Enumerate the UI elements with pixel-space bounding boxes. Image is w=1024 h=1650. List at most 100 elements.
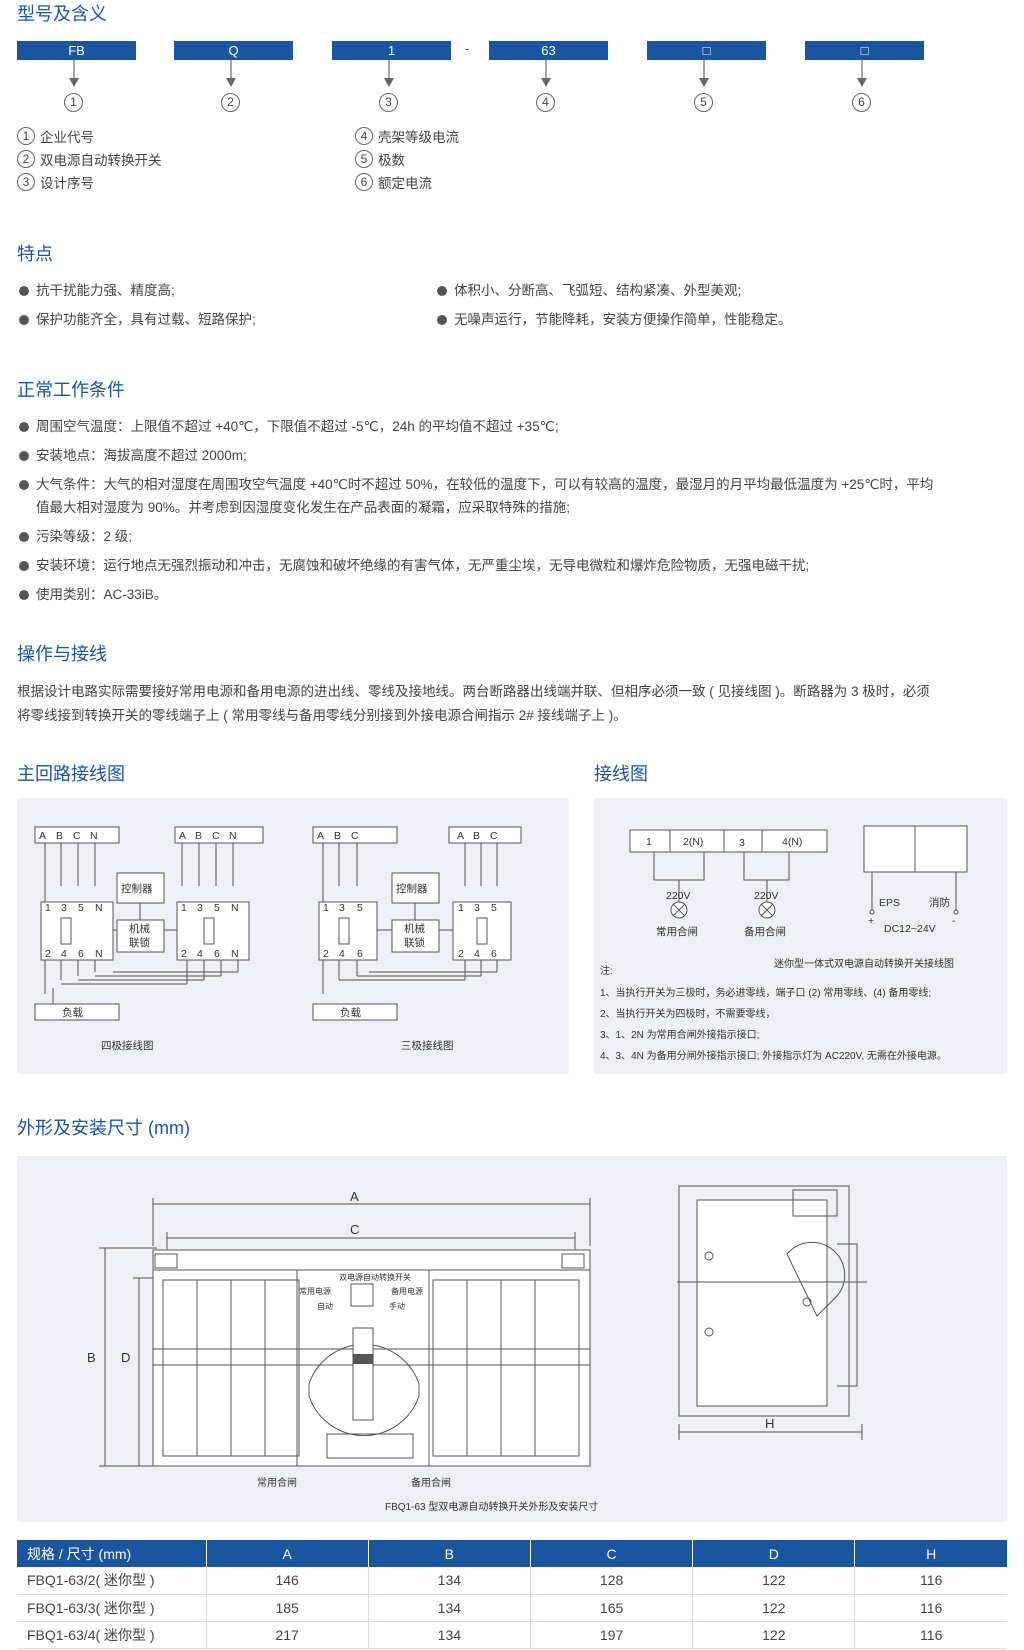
table-cell: 116 — [854, 1621, 1007, 1649]
down-arrow-icon — [384, 60, 394, 87]
table-cell: 128 — [530, 1567, 694, 1595]
table-header: B — [368, 1540, 531, 1567]
terminal-label: 6 — [491, 948, 497, 960]
phase-label: C — [351, 830, 359, 842]
controller-label: 控制器 — [121, 882, 153, 895]
table-row: FBQ1-63/3( 迷你型 ) 185 134 165 122 116 — [17, 1594, 1007, 1622]
terminal-label: 2 — [181, 948, 187, 960]
note-title: 注: — [600, 964, 613, 977]
lamp-label: 备用合闸 — [744, 925, 786, 938]
dimensions-drawing: A C B D H 双电源自动转换开关 常用电源 备用电源 自动 手动 常用合闸… — [87, 1185, 867, 1513]
terminal-label: N — [231, 948, 239, 960]
phase-label: A — [457, 830, 464, 842]
table-header: H — [854, 1540, 1007, 1567]
three-pole-caption: 三极接线图 — [401, 1039, 454, 1052]
plus-label: + — [868, 915, 874, 927]
model-circle-6: 6 — [852, 93, 871, 112]
model-section-title: 型号及含义 — [17, 4, 107, 24]
table-header: A — [206, 1540, 369, 1567]
feature-item: 体积小、分断高、飞弧短、结构紧凑、外型美观; — [435, 280, 741, 302]
phase-label: C — [490, 830, 498, 842]
terminal-label: 4 — [197, 948, 203, 960]
terminal-label: 1 — [181, 902, 187, 914]
panel-title: 双电源自动转换开关 — [339, 1272, 411, 1282]
table-header: D — [692, 1540, 856, 1567]
table-cell: 122 — [692, 1621, 856, 1649]
model-bar-5: □ — [647, 41, 766, 60]
phase-label: A — [179, 830, 186, 842]
phase-label: B — [56, 830, 63, 842]
feature-item: 保护功能齐全，具有过载、短路保护; — [17, 309, 256, 331]
eps-label: EPS — [879, 897, 900, 909]
down-arrow-icon — [699, 60, 709, 87]
table-cell: 165 — [530, 1594, 694, 1622]
table-cell: 116 — [854, 1594, 1007, 1622]
down-arrow-icon — [857, 60, 867, 87]
panel-sub: 常用电源 — [299, 1286, 331, 1296]
table-cell: 116 — [854, 1567, 1007, 1595]
condition-item-continued: 值最大相对湿度为 90%。并考虑到因湿度变化发生在产品表面的凝霜，应采取特殊的措… — [36, 500, 571, 515]
spec-table: 规格 / 尺寸 (mm) A B C D H FBQ1-63/2( 迷你型 ) … — [17, 1540, 1007, 1649]
panel-sub: 备用电源 — [391, 1286, 423, 1296]
dc-label: DC12~24V — [884, 923, 936, 935]
dimensions-caption: FBQ1-63 型双电源自动转换开关外形及安装尺寸 — [385, 1500, 598, 1513]
wiring-title: 接线图 — [594, 764, 648, 784]
dimension-label-a: A — [350, 1189, 359, 1204]
model-bar-4: 63 — [489, 41, 608, 60]
phase-label: N — [229, 830, 237, 842]
dimensions-panel: A C B D H 双电源自动转换开关 常用电源 备用电源 自动 手动 常用合闸… — [17, 1156, 1007, 1522]
phase-label: B — [334, 830, 341, 842]
terminal-label: 6 — [78, 948, 84, 960]
terminal-label: N — [231, 902, 239, 914]
wiring-terminal: 4(N) — [782, 836, 802, 848]
caption-common: 常用合闸 — [257, 1476, 297, 1489]
panel-sub: 自动 — [317, 1301, 333, 1311]
table-cell: FBQ1-63/3( 迷你型 ) — [17, 1594, 207, 1622]
model-bar-3: 1 — [332, 41, 451, 60]
voltage-label: 220V — [666, 890, 691, 902]
table-cell: 146 — [206, 1567, 369, 1595]
terminal-label: 3 — [197, 902, 203, 914]
table-row: FBQ1-63/4( 迷你型 ) 217 134 197 122 116 — [17, 1621, 1007, 1649]
down-arrow-icon — [226, 60, 236, 87]
terminal-label: 1 — [323, 902, 329, 914]
conditions-section-title: 正常工作条件 — [17, 380, 125, 400]
terminal-label: N — [95, 902, 103, 914]
table-header: 规格 / 尺寸 (mm) — [17, 1540, 207, 1567]
interlock-label: 机械 — [129, 922, 150, 935]
terminal-label: N — [95, 948, 103, 960]
table-cell: 185 — [206, 1594, 369, 1622]
model-circle-5: 5 — [694, 93, 713, 112]
feature-item: 抗干扰能力强、精度高; — [17, 280, 175, 302]
phase-label: A — [39, 830, 46, 842]
interlock-label: 机械 — [404, 922, 425, 935]
operation-line: 根据设计电路实际需要接好常用电源和备用电源的进出线、零线及接地线。两台断路器出线… — [17, 684, 930, 699]
wiring-caption: 迷你型一体式双电源自动转换开关接线图 — [774, 957, 954, 970]
condition-item: 安装环境：运行地点无强烈振动和冲击，无腐蚀和破坏绝缘的有害气体，无严重尘埃，无导… — [17, 555, 809, 577]
table-cell: 134 — [368, 1621, 531, 1649]
terminal-label: 4 — [339, 948, 345, 960]
main-circuit-title: 主回路接线图 — [17, 764, 125, 784]
model-bar-6: □ — [805, 41, 924, 60]
table-cell: 197 — [530, 1621, 694, 1649]
condition-item: 周围空气温度：上限值不超过 +40℃，下限值不超过 -5℃，24h 的平均值不超… — [17, 416, 559, 438]
lamp-label: 常用合闸 — [656, 925, 698, 938]
terminal-label: 5 — [78, 902, 84, 914]
voltage-label: 220V — [754, 890, 779, 902]
condition-item: 大气条件：大气的相对湿度在周围攻空气温度 +40℃时不超过 50%，在较低的温度… — [17, 474, 933, 496]
terminal-label: 6 — [357, 948, 363, 960]
table-header: C — [530, 1540, 694, 1567]
fire-label: 消防 — [929, 896, 950, 909]
dimension-label-h: H — [765, 1416, 774, 1431]
terminal-label: 4 — [61, 948, 67, 960]
phase-label: N — [90, 830, 98, 842]
wiring-terminal: 1 — [646, 836, 652, 848]
terminal-label: 3 — [474, 902, 480, 914]
wiring-terminal: 2(N) — [683, 836, 703, 848]
model-dash: - — [465, 41, 470, 56]
terminal-label: 5 — [214, 902, 220, 914]
dimension-label-d: D — [121, 1350, 130, 1365]
wiring-diagram: 1 2(N) 3 4(N) 220V 220V 常用合闸 备用合闸 EPS 消防… — [600, 825, 968, 1062]
